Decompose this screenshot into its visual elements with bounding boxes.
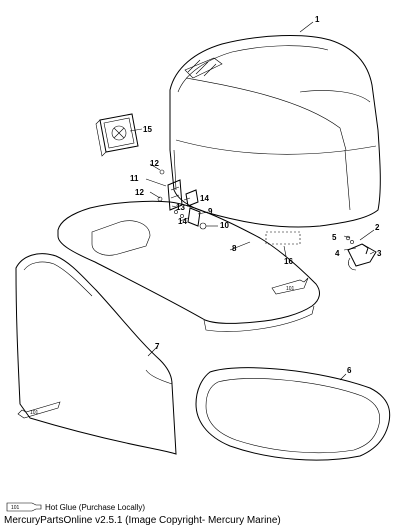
callout-16: 16 [284, 257, 293, 266]
footer-copyright: MercuryPartsOnline v2.5.1 (Image Copyrig… [4, 515, 281, 526]
callout-14a: 14 [200, 194, 209, 203]
callout-5: 5 [332, 233, 337, 242]
callout-4: 4 [335, 249, 340, 258]
callout-12a: 12 [150, 159, 159, 168]
exploded-parts-diagram: 101 101 [15, 15, 391, 461]
callout-7: 7 [155, 342, 160, 351]
leader-lines [129, 21, 375, 381]
part-1-top-cowl [169, 35, 381, 228]
callout-2: 2 [375, 223, 380, 232]
glue-tube-label-2: 101 [286, 286, 295, 292]
glue-tube-icon: 101 [6, 502, 42, 512]
callout-15: 15 [143, 125, 152, 134]
legend-tube-label: 101 [11, 505, 20, 511]
part-6-seal [195, 367, 391, 461]
part-16-decal [265, 231, 301, 245]
callout-3: 3 [377, 249, 382, 258]
callout-6: 6 [347, 366, 352, 375]
callout-12b: 12 [135, 188, 144, 197]
part-15-badge [95, 113, 139, 157]
glue-tube-label-1: 101 [30, 410, 39, 416]
callout-13: 13 [176, 203, 185, 212]
legend-text: Hot Glue (Purchase Locally) [45, 502, 146, 512]
callout-14b: 14 [178, 217, 187, 226]
callout-8: 8 [232, 244, 237, 253]
callout-numbers: 1 2 3 4 5 6 7 8 9 10 11 12 12 13 14 14 1… [130, 15, 382, 375]
glue-tube-2: 101 [271, 277, 309, 295]
callout-11: 11 [130, 174, 139, 183]
callout-1: 1 [315, 15, 320, 24]
part-2-5-bracket [345, 235, 377, 271]
part-7-liner: 101 [15, 253, 177, 455]
callout-10: 10 [220, 221, 229, 230]
legend: 101 Hot Glue (Purchase Locally) [6, 500, 145, 514]
part-8-mat [57, 200, 320, 332]
callout-9: 9 [208, 207, 213, 216]
